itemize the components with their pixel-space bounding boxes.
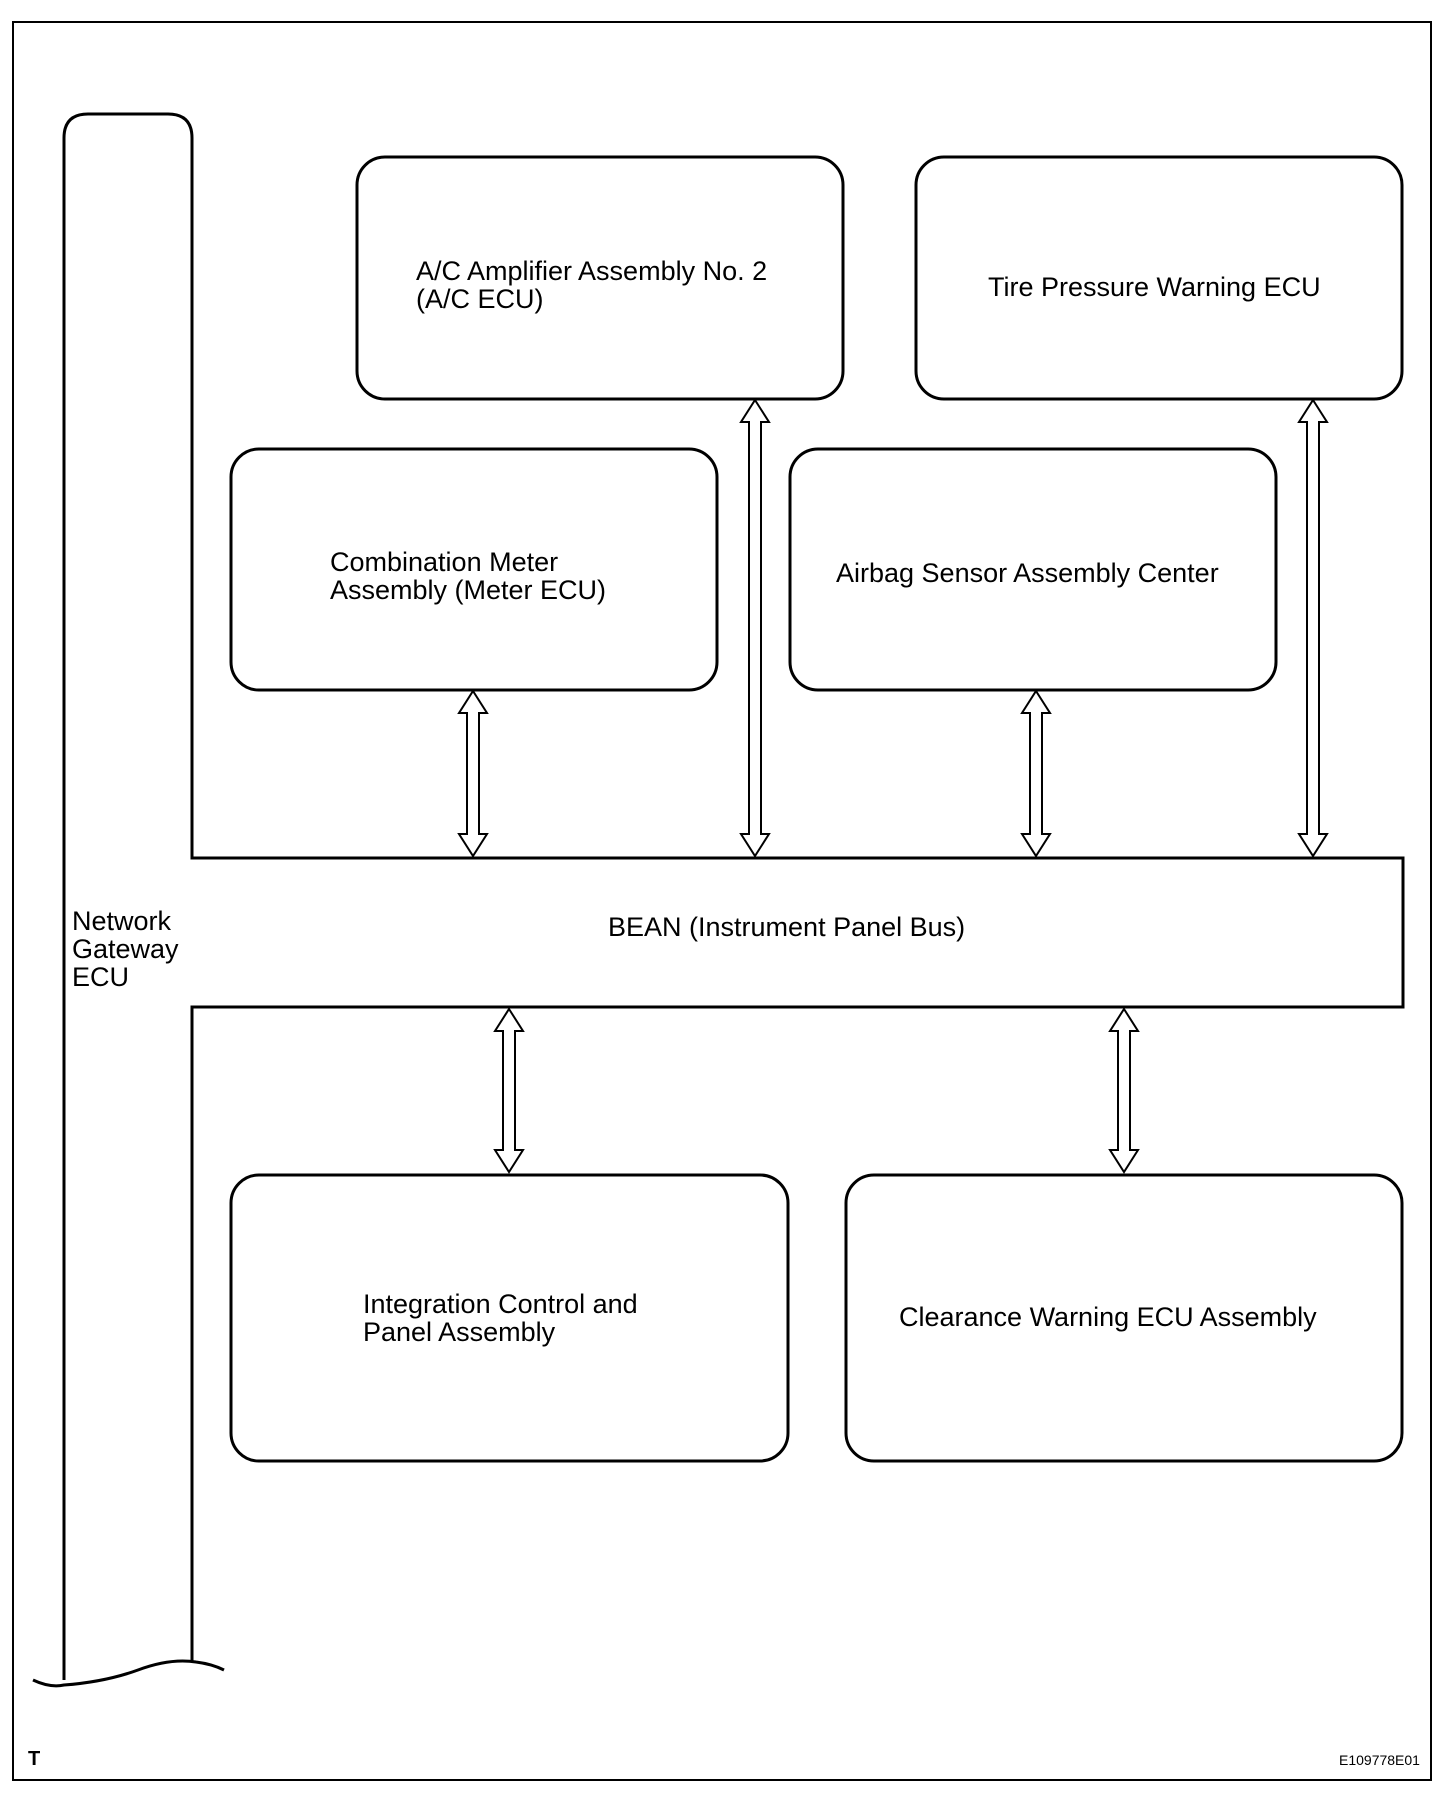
bus-label: BEAN (Instrument Panel Bus)	[608, 912, 966, 942]
integration-control-label-line-1: Integration Control and	[363, 1289, 638, 1319]
combination-meter-label: Combination Meter Assembly (Meter ECU)	[330, 548, 606, 604]
integration-control-label-line-2: Panel Assembly	[363, 1317, 556, 1347]
corner-mark: T	[28, 1748, 41, 1770]
clearance-warning-label-line-1: Clearance Warning ECU Assembly	[899, 1302, 1317, 1332]
integration-control-label: Integration Control and Panel Assembly	[363, 1290, 638, 1346]
ac-amplifier-label: A/C Amplifier Assembly No. 2 (A/C ECU)	[416, 257, 767, 313]
arrow-tire-bus	[1297, 398, 1329, 858]
tire-pressure-label-line-1: Tire Pressure Warning ECU	[988, 272, 1321, 302]
gateway-bus-outline	[62, 112, 1405, 1680]
gateway-label: Network Gateway ECU	[72, 907, 179, 991]
ac-amplifier-label-line-2: (A/C ECU)	[416, 284, 544, 314]
arrow-meter-bus	[457, 689, 489, 858]
gateway-break-line	[32, 1659, 225, 1688]
arrow-bus-clearance	[1108, 1007, 1140, 1174]
figure-id: E109778E01	[1339, 1752, 1420, 1768]
airbag-sensor-box	[788, 447, 1278, 692]
airbag-sensor-label-line-1: Airbag Sensor Assembly Center	[836, 558, 1219, 588]
combination-meter-label-line-1: Combination Meter	[330, 547, 559, 577]
tire-pressure-label: Tire Pressure Warning ECU	[988, 273, 1321, 301]
ac-amplifier-label-line-1: A/C Amplifier Assembly No. 2	[416, 256, 768, 286]
gateway-label-line-2: Gateway	[72, 934, 179, 964]
arrow-ac-bus	[739, 398, 771, 858]
ac-amplifier-box	[355, 155, 845, 401]
outer-frame	[12, 21, 1432, 1781]
arrow-bus-integration	[493, 1007, 525, 1174]
tire-pressure-box	[914, 155, 1404, 401]
clearance-warning-label: Clearance Warning ECU Assembly	[899, 1303, 1317, 1331]
airbag-sensor-label: Airbag Sensor Assembly Center	[836, 559, 1219, 587]
combination-meter-label-line-2: Assembly (Meter ECU)	[330, 575, 607, 605]
arrow-airbag-bus	[1020, 689, 1052, 858]
gateway-label-line-3: ECU	[72, 962, 130, 992]
combination-meter-box	[229, 447, 719, 692]
gateway-label-line-1: Network	[72, 906, 172, 936]
clearance-warning-box	[844, 1173, 1404, 1463]
integration-control-box	[229, 1173, 790, 1463]
